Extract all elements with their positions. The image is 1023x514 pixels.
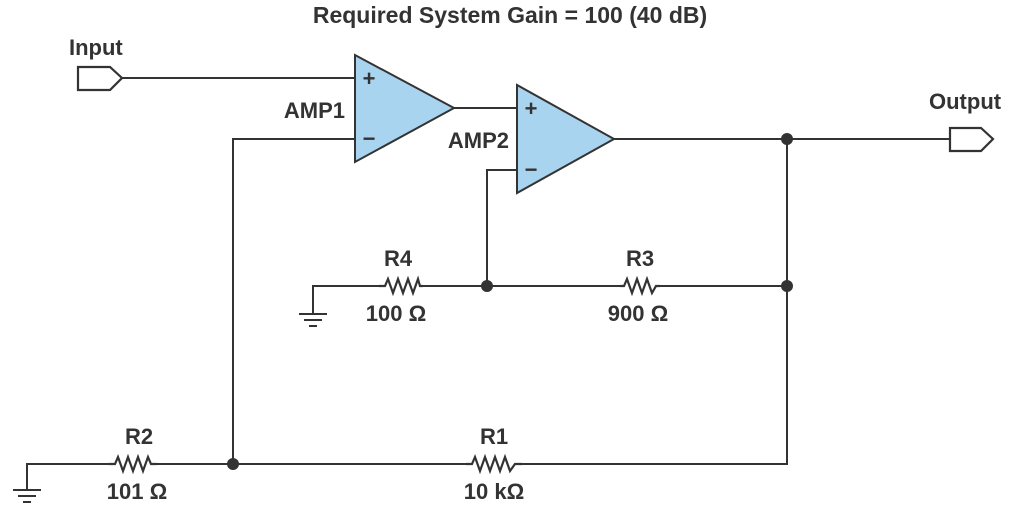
output-port	[948, 126, 995, 153]
amp2-plus-sign: +	[525, 96, 538, 121]
r4-value-label: 100 Ω	[366, 301, 426, 326]
r3-name-label: R3	[626, 246, 654, 271]
r2-ground-wire	[26, 463, 109, 490]
input-port-label: Input	[69, 35, 123, 60]
output-feedback-wire	[522, 139, 788, 465]
r2-ground-icon	[13, 489, 41, 503]
input-port	[76, 65, 124, 92]
amp1: + −	[354, 53, 457, 164]
r1-value-label: 10 kΩ	[464, 479, 524, 504]
r4-ground-icon	[299, 313, 327, 327]
r3-resistor-symbol	[620, 275, 660, 297]
amp1-feedback-wire	[232, 138, 355, 464]
junction-dot-r4-r3	[481, 280, 493, 292]
r2-value-label: 101 Ω	[107, 479, 167, 504]
amp1-plus-sign: +	[363, 66, 376, 91]
r2-resistor-symbol	[109, 453, 157, 475]
diagram-title: Required System Gain = 100 (40 dB)	[313, 2, 707, 28]
output-port-label: Output	[929, 89, 1002, 114]
junction-dot-output	[781, 133, 793, 145]
amp2-triangle	[516, 83, 617, 195]
junction-dot-r2-r1	[227, 458, 239, 470]
junction-dot-r3-right	[781, 280, 793, 292]
amp2-feedback-wire	[486, 169, 517, 286]
amp1-minus-sign: −	[363, 126, 376, 151]
r4-ground-wire	[312, 285, 379, 314]
r2-name-label: R2	[125, 424, 153, 449]
r4-resistor-symbol	[379, 275, 423, 297]
r3-value-label: 900 Ω	[608, 301, 668, 326]
amp2-label: AMP2	[448, 128, 509, 153]
r4-name-label: R4	[384, 246, 413, 271]
wires	[26, 77, 950, 490]
amp2-minus-sign: −	[525, 157, 538, 182]
amp1-label: AMP1	[284, 98, 345, 123]
r1-resistor-symbol	[466, 453, 522, 475]
amp2: + −	[516, 83, 617, 195]
r1-name-label: R1	[480, 424, 508, 449]
amp1-triangle	[354, 53, 457, 164]
